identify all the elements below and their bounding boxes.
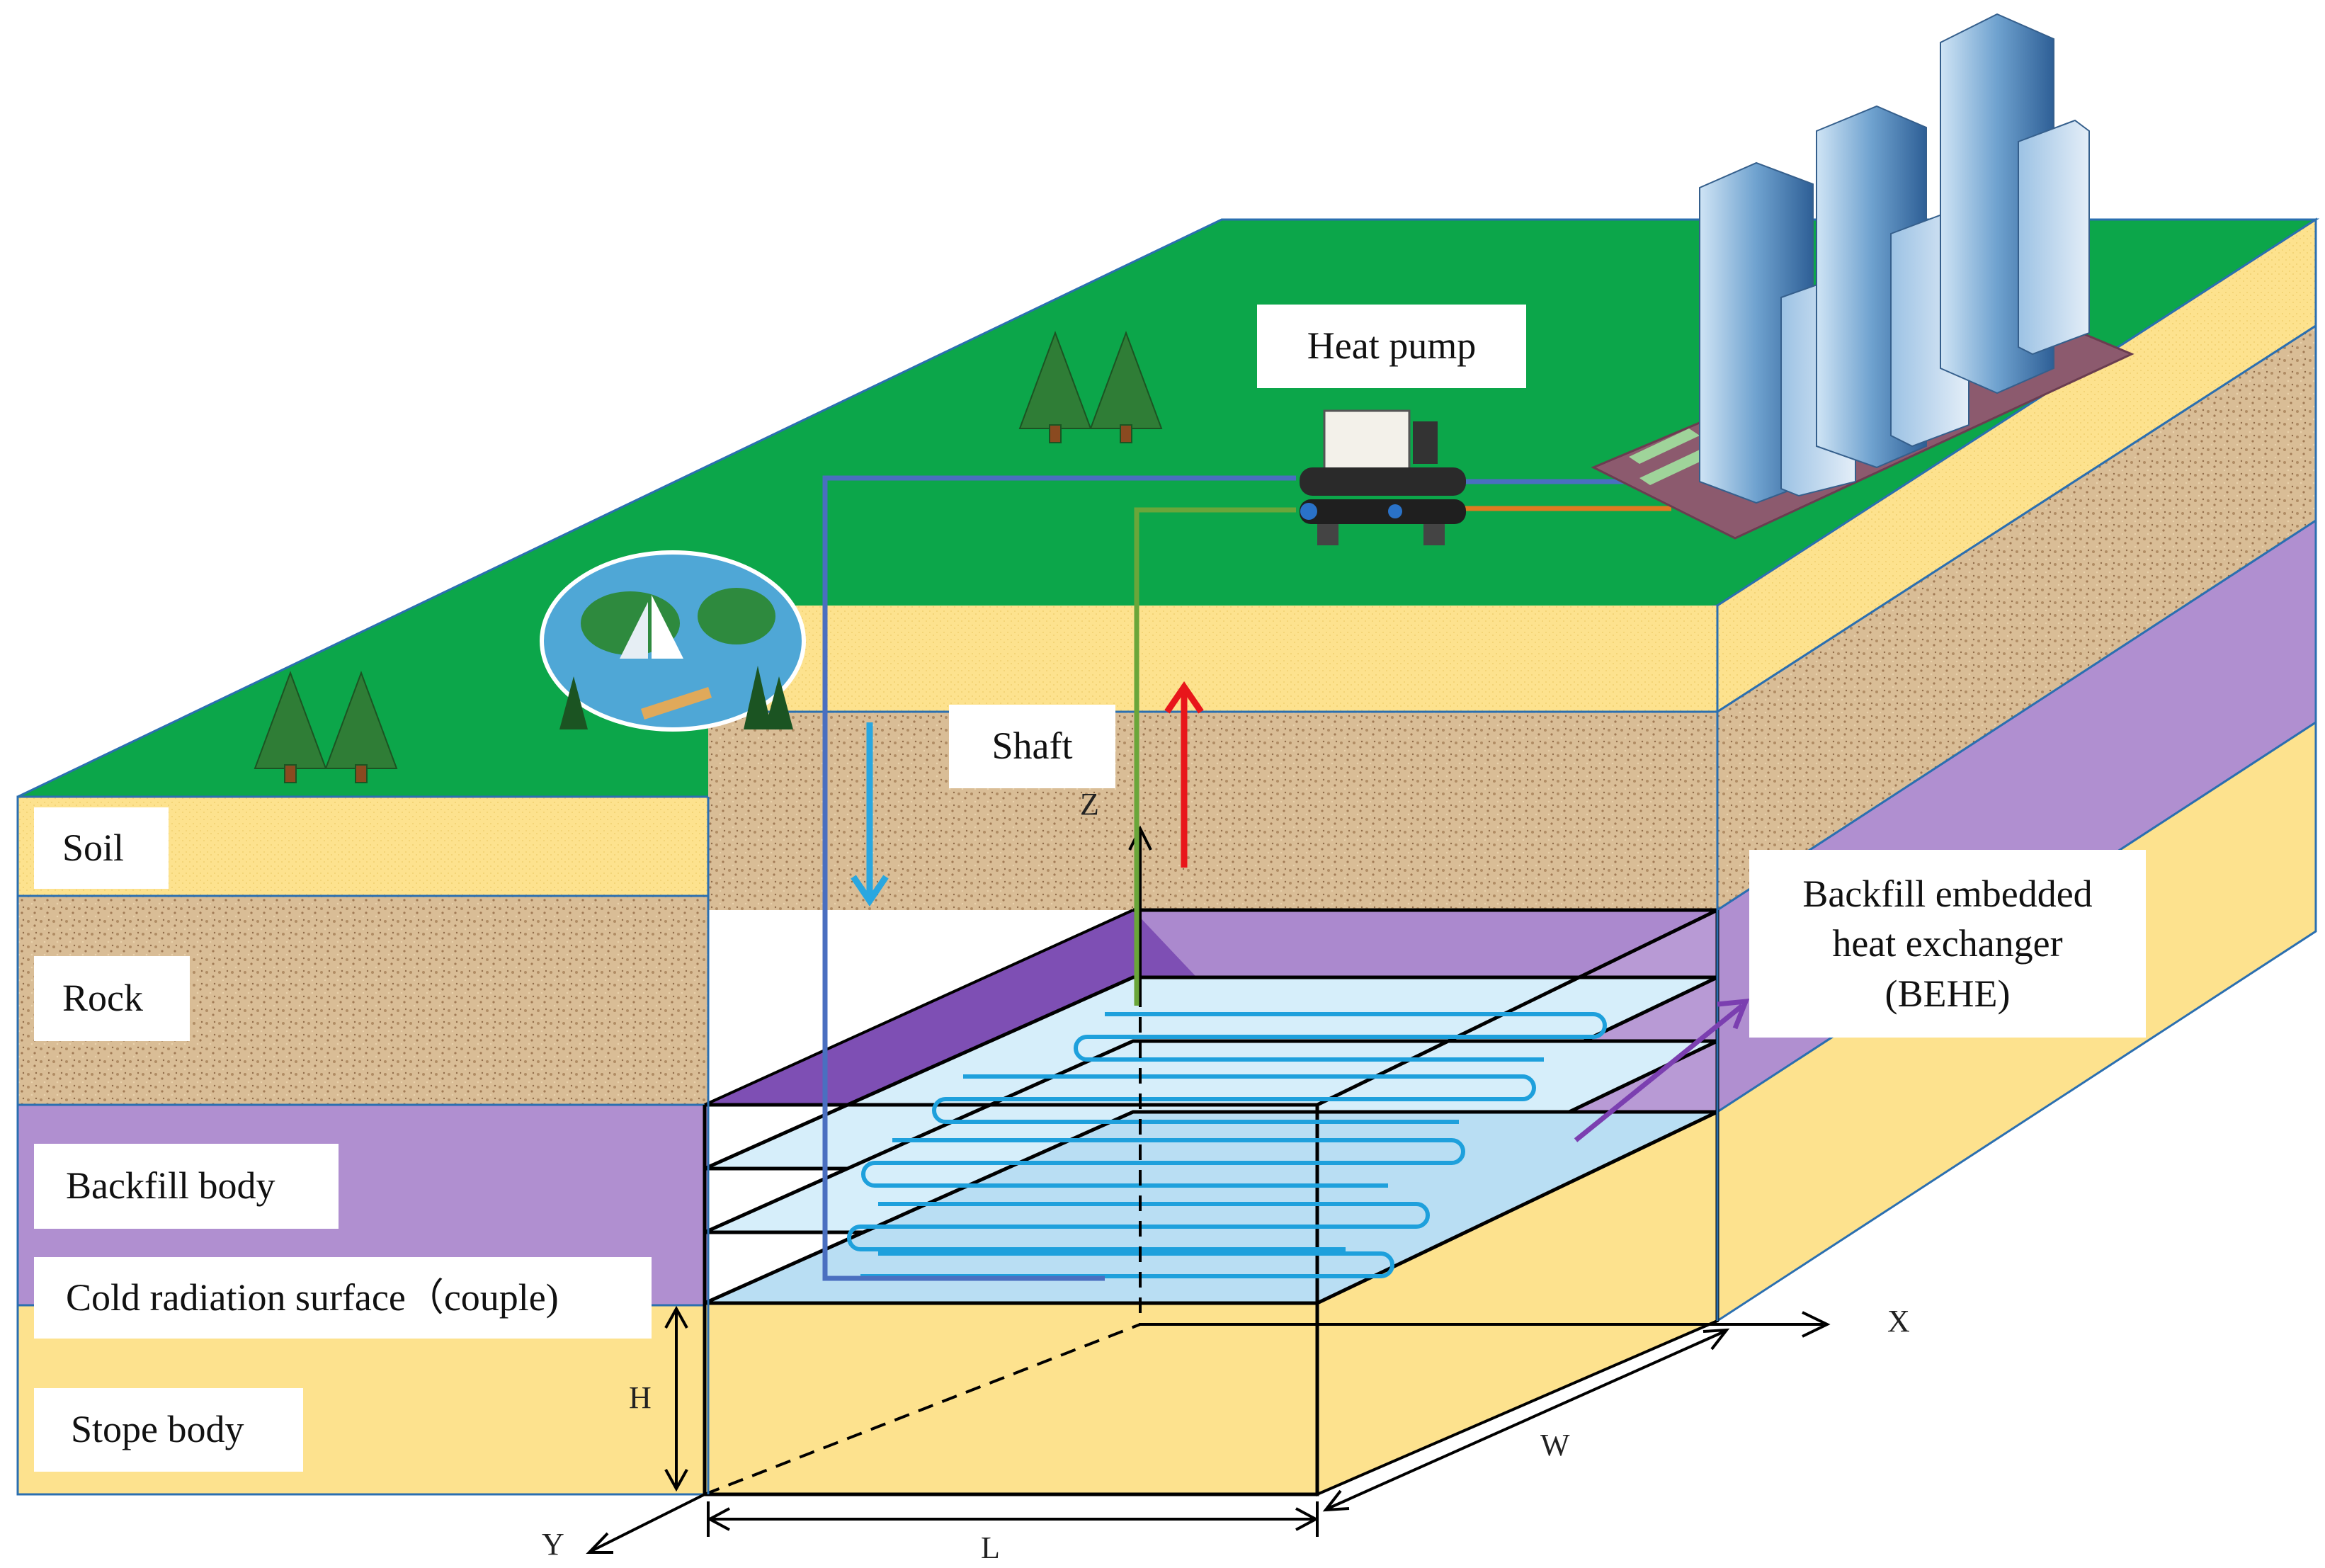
label-shaft: Shaft bbox=[949, 705, 1115, 788]
label-backfill-body: Backfill body bbox=[34, 1144, 339, 1229]
label-soil: Soil bbox=[34, 807, 169, 889]
return-pipe bbox=[1134, 507, 1296, 1006]
label-cold-surface: Cold radiation surface（couple) bbox=[34, 1257, 652, 1339]
stope-front bbox=[703, 1301, 1319, 1496]
lake-icon bbox=[540, 550, 806, 732]
dimension-label-l: L bbox=[981, 1530, 1000, 1565]
building-icon bbox=[1591, 13, 2134, 540]
heat-pump-icon bbox=[1300, 409, 1466, 545]
axis-label-x: X bbox=[1887, 1304, 1910, 1339]
axis-lines bbox=[586, 825, 1831, 1554]
axis-label-z: Z bbox=[1080, 787, 1099, 822]
dimension-label-h: H bbox=[629, 1380, 652, 1415]
coil-pipes bbox=[847, 1012, 1607, 1278]
label-stope-body: Stope body bbox=[34, 1388, 303, 1472]
dimension-label-w: W bbox=[1540, 1428, 1570, 1462]
label-behe-line1: Backfill embedded bbox=[1802, 873, 2093, 916]
label-heat-pump: Heat pump bbox=[1257, 305, 1526, 388]
up-flow-arrow bbox=[1164, 681, 1204, 868]
behe-pointer-arrow bbox=[1574, 998, 1750, 1142]
hidden-edges bbox=[704, 992, 1142, 1496]
label-rock: Rock bbox=[34, 956, 190, 1041]
tree-icon bbox=[254, 331, 1163, 783]
label-behe: Backfill embedded heat exchanger (BEHE) bbox=[1749, 850, 2146, 1038]
label-behe-line2: heat exchanger bbox=[1832, 922, 2063, 965]
supply-pipe bbox=[822, 475, 1650, 1281]
label-behe-line3: (BEHE) bbox=[1885, 972, 2011, 1015]
axis-label-y: Y bbox=[542, 1527, 564, 1562]
down-flow-arrow bbox=[851, 722, 889, 907]
